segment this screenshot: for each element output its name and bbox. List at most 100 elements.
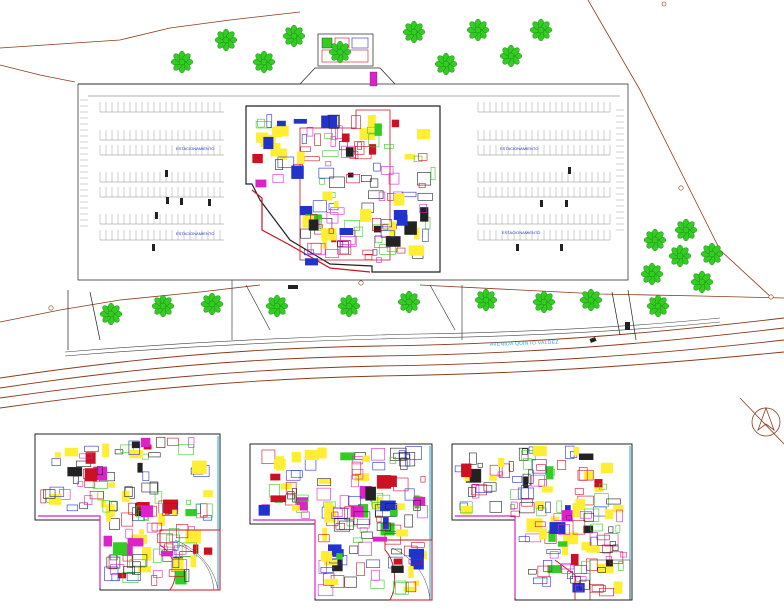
room [367, 114, 376, 128]
room [391, 565, 404, 573]
room [326, 212, 339, 224]
room [270, 143, 281, 157]
room [572, 520, 586, 535]
room [301, 511, 310, 519]
room [339, 520, 354, 530]
room [156, 436, 166, 448]
room [357, 141, 362, 150]
room [468, 486, 476, 497]
room [128, 440, 140, 455]
room [469, 452, 477, 465]
room [162, 503, 178, 516]
tree-icon [200, 292, 224, 316]
room [417, 192, 433, 201]
room [560, 564, 575, 570]
room [422, 228, 429, 242]
north-arrow-icon [739, 397, 784, 445]
room [348, 495, 361, 506]
room [397, 503, 405, 511]
room [418, 182, 426, 189]
room [403, 586, 417, 592]
room [49, 486, 65, 497]
room [416, 129, 431, 140]
stall-row [99, 214, 224, 225]
room [596, 534, 610, 541]
room [391, 548, 402, 555]
room [330, 136, 336, 147]
room [188, 437, 195, 448]
room [572, 503, 580, 518]
tree-icon [402, 20, 426, 44]
room [413, 496, 426, 506]
room [594, 486, 604, 493]
parked-car [208, 199, 211, 206]
room [400, 457, 408, 470]
room [110, 564, 125, 576]
tree-icon [397, 290, 421, 314]
room [389, 221, 396, 236]
room [389, 509, 398, 517]
room [616, 509, 623, 523]
room [112, 542, 128, 555]
room [364, 254, 373, 260]
room [579, 579, 590, 590]
room [373, 225, 382, 233]
room [168, 569, 185, 577]
room [597, 567, 606, 573]
tree-icon [214, 28, 238, 52]
room [420, 207, 429, 222]
room [108, 482, 115, 488]
floor-plans [34, 433, 633, 601]
room [510, 489, 521, 500]
room [357, 518, 370, 529]
room [413, 580, 420, 586]
room [296, 151, 305, 165]
avenue-sidewalk [64, 317, 721, 357]
parked-car [166, 197, 169, 204]
room [124, 486, 133, 497]
parking-label-se: ESTACIONAMIENTO [502, 230, 540, 235]
room [181, 542, 197, 558]
room [545, 501, 551, 514]
room [141, 482, 158, 493]
tree-icon [151, 294, 175, 318]
room [533, 445, 547, 457]
stall-row [477, 172, 611, 183]
room [151, 575, 158, 586]
room [549, 551, 559, 559]
room [413, 499, 421, 511]
room [319, 178, 325, 185]
room [312, 200, 327, 213]
parking-lot-outline [67, 67, 637, 350]
parked-car [152, 244, 155, 251]
room [118, 572, 127, 579]
room [300, 228, 311, 239]
room [590, 523, 603, 532]
room [287, 491, 295, 500]
room [411, 542, 425, 548]
room [331, 507, 348, 520]
room [129, 559, 146, 568]
tree-icon [337, 294, 361, 318]
parked-car [568, 167, 571, 174]
room [324, 133, 333, 139]
room [318, 478, 332, 484]
room [461, 505, 473, 515]
room [175, 524, 189, 539]
room [376, 515, 382, 523]
room [362, 455, 370, 463]
room [263, 136, 274, 150]
room [153, 570, 163, 578]
room [154, 491, 163, 504]
room [102, 443, 110, 458]
room [317, 478, 332, 487]
room [380, 219, 393, 228]
room [598, 483, 607, 490]
room [497, 471, 503, 477]
room [361, 531, 373, 539]
room [255, 121, 272, 129]
room [191, 460, 207, 475]
room [354, 141, 365, 155]
room [566, 515, 572, 521]
room [120, 444, 134, 453]
